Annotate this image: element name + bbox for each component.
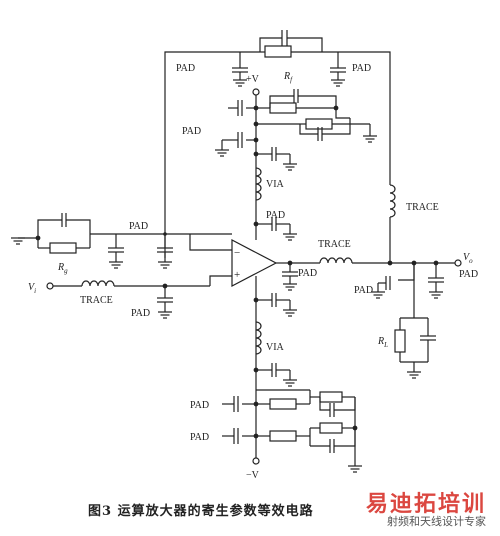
pad-capacitor-inverting [157, 234, 173, 269]
opamp-plus-label: + [234, 269, 240, 281]
pad-label-vplus-lower: PAD [266, 210, 285, 221]
vi-label: Vi [28, 282, 36, 295]
trace-label-output: TRACE [318, 239, 351, 250]
pad-label-vminus-lower: PAD [190, 432, 209, 443]
rf-label: Rf [283, 71, 293, 84]
vminus-label: −V [246, 470, 260, 481]
vminus-rail [252, 276, 260, 465]
trace-label-input: TRACE [80, 295, 113, 306]
vminus-decoupling [222, 389, 363, 473]
pad-label-vplus: PAD [182, 126, 201, 137]
pad-label-output: PAD [298, 268, 317, 279]
feedback-trace-inductor [387, 184, 396, 266]
watermark-subtitle: 射频和天线设计专家 [387, 515, 486, 528]
rf-resistor [260, 45, 322, 58]
trace-label-feedback: TRACE [406, 202, 439, 213]
pad-label-fb-right: PAD [352, 63, 371, 74]
rg-network [10, 213, 91, 254]
vi-input [46, 275, 232, 290]
rl-label: RL [377, 336, 388, 349]
pad-capacitor-vminus-mid [253, 363, 298, 387]
via-inductor-bottom [255, 321, 262, 355]
pad-capacitor-vi [157, 283, 173, 319]
pad-label-vo: PAD [459, 269, 478, 280]
vplus-decoupling [228, 89, 378, 143]
rg-label: Rg [57, 262, 68, 275]
pad-capacitor-feedback-left [232, 52, 248, 87]
rl-load [394, 263, 436, 379]
output-pad-capacitor [282, 260, 298, 291]
watermark-logo-text: 易迪拓培训 [365, 492, 486, 517]
via-inductor-top [255, 167, 262, 201]
pad-label-vminus-upper: PAD [190, 400, 209, 411]
figure-caption: 图3 运算放大器的寄生参数等效电路 [88, 504, 314, 519]
pad-label-inverting: PAD [129, 221, 148, 232]
opamp-minus-label: − [234, 247, 240, 259]
feedback-wire [164, 51, 391, 258]
pad-capacitor-vplus-lower [253, 217, 298, 241]
pad-capacitor-vminus-upper [253, 293, 298, 317]
pad-capacitor-output-1 [370, 260, 417, 299]
pad-capacitor-output-2 [428, 260, 444, 299]
vo-label: Vo [463, 252, 473, 265]
via-label-top: VIA [266, 179, 285, 190]
pad-label-vi: PAD [131, 308, 150, 319]
vplus-label: +V [246, 74, 260, 85]
pad-label-fb-left: PAD [176, 63, 195, 74]
vplus-rail [252, 88, 260, 240]
pad-label-output-2: PAD [354, 285, 373, 296]
pad-capacitor-feedback-right [330, 52, 346, 87]
pad-capacitor-vplus [214, 132, 298, 171]
op-amp [231, 239, 278, 287]
watermark: 易迪拓培训 射频和天线设计专家 [332, 486, 492, 530]
rf-capacitor [259, 30, 323, 52]
via-label-bottom: VIA [266, 342, 285, 353]
inv-input-wire [189, 234, 232, 251]
pad-capacitor-rg [108, 234, 124, 269]
